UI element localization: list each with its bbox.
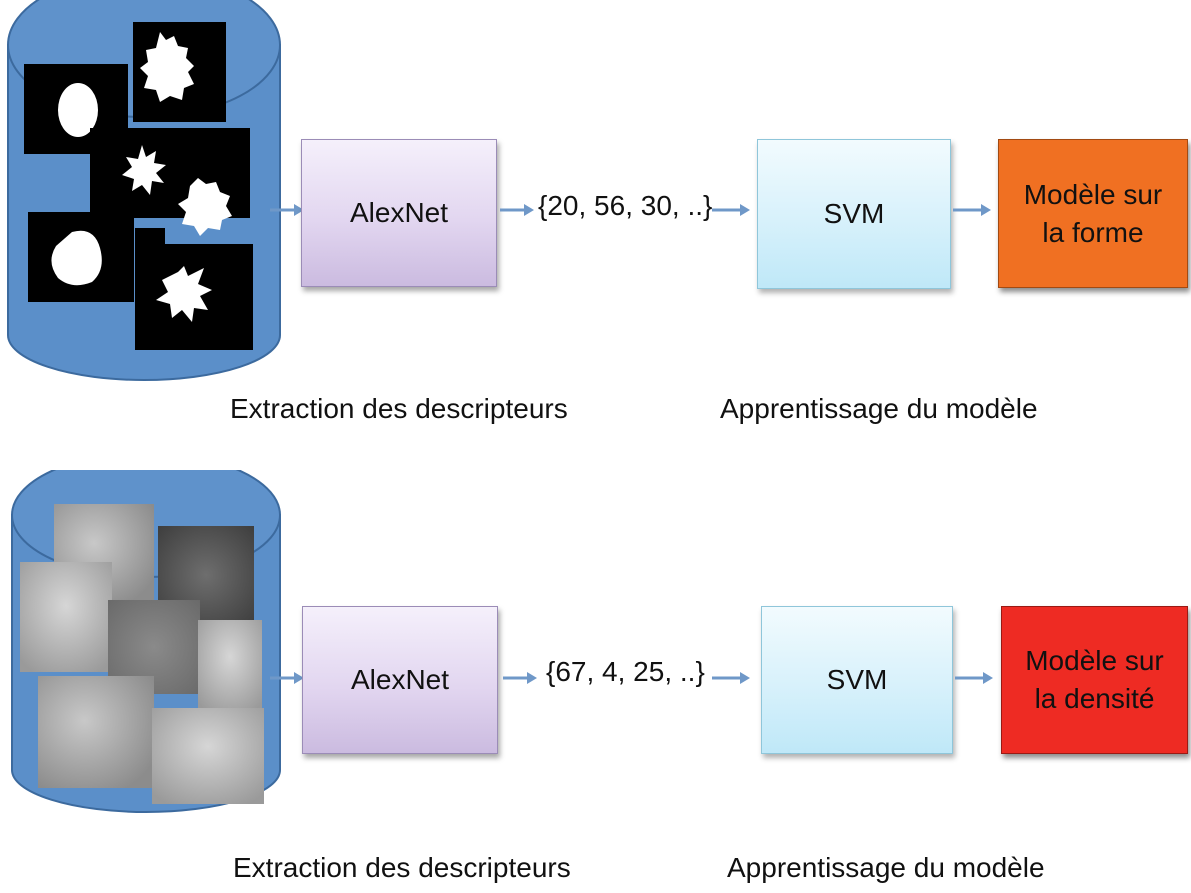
model-label-line2: la forme <box>1042 216 1144 248</box>
alexnet-label: AlexNet <box>350 664 450 695</box>
svm-box-bottom: SVM <box>761 606 953 754</box>
shape-database-cylinder <box>7 0 281 381</box>
feature-vector-bottom: {67, 4, 25, ..} <box>546 656 705 687</box>
alexnet-box-top: AlexNet <box>301 139 497 287</box>
feature-vector-top: {20, 56, 30, ..} <box>538 190 713 221</box>
caption-model-training: Apprentissage du modèle <box>720 393 1038 424</box>
arrow-db-to-alexnet-bottom <box>270 672 304 684</box>
caption-feature-extraction: Extraction des descripteurs <box>230 393 568 424</box>
model-label-line1: Modèle sur <box>1023 178 1163 210</box>
alexnet-box-bottom: AlexNet <box>302 606 498 754</box>
shape-model-box: Modèle sur la forme <box>998 139 1188 288</box>
svm-label: SVM <box>826 664 888 695</box>
shape-mask-tiles <box>24 22 253 350</box>
caption-model-training-bottom: Apprentissage du modèle <box>727 852 1045 883</box>
density-database-cylinder <box>11 470 281 813</box>
arrow-vector-to-svm <box>712 204 750 216</box>
density-model-box: Modèle sur la densité <box>1001 606 1188 754</box>
density-image-tiles <box>20 504 264 804</box>
arrow-alexnet-to-vector-bottom <box>503 672 537 684</box>
arrow-db-to-alexnet <box>270 204 304 216</box>
svm-box-top: SVM <box>757 139 951 289</box>
arrow-svm-to-model <box>953 204 991 216</box>
model-label-line2: la densité <box>1034 683 1155 714</box>
caption-feature-extraction-bottom: Extraction des descripteurs <box>233 852 571 883</box>
arrow-alexnet-to-vector <box>500 204 534 216</box>
svm-label: SVM <box>823 198 885 229</box>
model-label-line1: Modèle sur <box>1025 645 1164 676</box>
arrow-svm-to-model-bottom <box>955 672 993 684</box>
arrow-vector-to-svm-bottom <box>712 672 750 684</box>
alexnet-label: AlexNet <box>349 197 449 228</box>
